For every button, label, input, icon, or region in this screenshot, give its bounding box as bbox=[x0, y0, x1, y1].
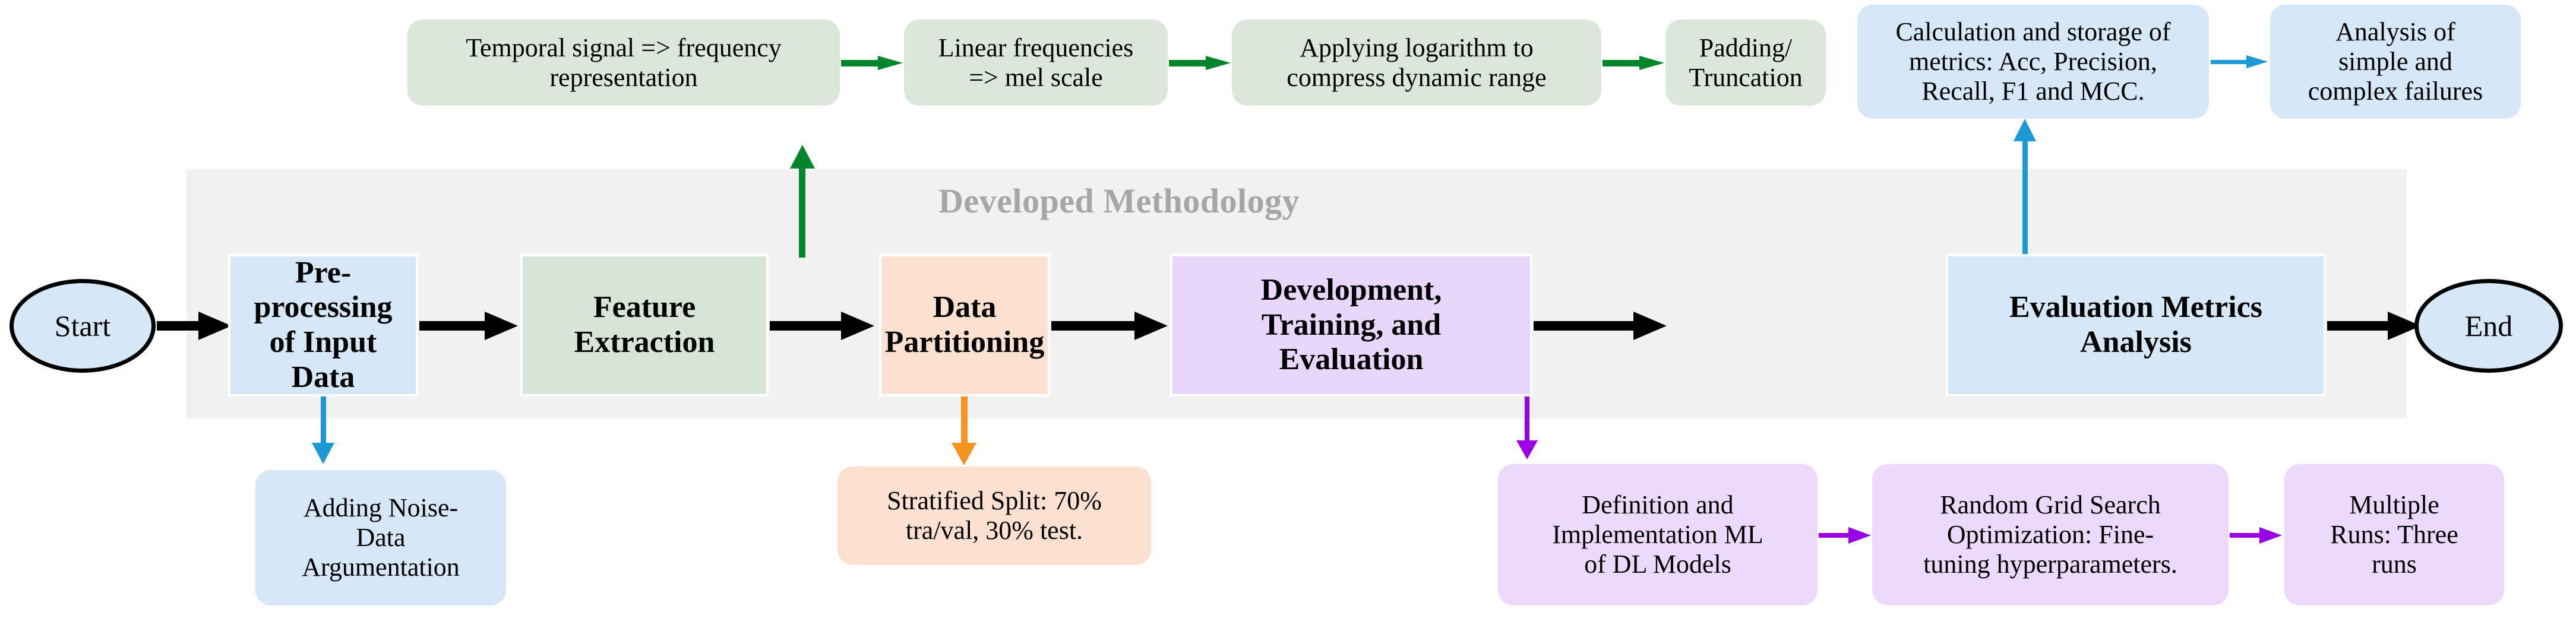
box-mel-scale-label: Linear frequencies => mel scale bbox=[938, 33, 1134, 92]
box-grid-search[interactable]: Random Grid Search Optimization: Fine- t… bbox=[1872, 464, 2229, 605]
box-data-partitioning[interactable]: Data Partitioning bbox=[879, 254, 1050, 396]
box-data-partitioning-label: Data Partitioning bbox=[884, 290, 1045, 359]
box-stratified-split-label: Stratified Split: 70% tra/val, 30% test. bbox=[887, 486, 1102, 545]
box-multiple-runs[interactable]: Multiple Runs: Three runs bbox=[2284, 464, 2504, 605]
box-failure-analysis[interactable]: Analysis of simple and complex failures bbox=[2270, 5, 2521, 119]
arrow-temporal-to-mel bbox=[841, 56, 903, 70]
box-noise-augmentation-label: Adding Noise- Data Argumentation bbox=[302, 493, 460, 582]
box-feature-extraction-label: Feature Extraction bbox=[574, 290, 715, 359]
box-evaluation-metrics-label: Evaluation Metrics Analysis bbox=[2009, 290, 2263, 359]
box-development-training[interactable]: Development, Training, and Evaluation bbox=[1170, 254, 1532, 396]
box-failure-analysis-label: Analysis of simple and complex failures bbox=[2308, 17, 2483, 106]
arrow-evaluation-up bbox=[2009, 119, 2041, 258]
box-temporal-frequency[interactable]: Temporal signal => frequency representat… bbox=[407, 20, 840, 106]
box-multiple-runs-label: Multiple Runs: Three runs bbox=[2330, 490, 2458, 579]
box-grid-search-label: Random Grid Search Optimization: Fine- t… bbox=[1923, 490, 2177, 579]
arrow-feature-extraction-up bbox=[784, 145, 821, 258]
box-metrics-calculation-label: Calculation and storage of metrics: Acc,… bbox=[1895, 17, 2171, 106]
terminator-start-label: Start bbox=[54, 309, 111, 342]
arrow-metrics-to-failures bbox=[2211, 55, 2269, 69]
box-metrics-calculation[interactable]: Calculation and storage of metrics: Acc,… bbox=[1857, 5, 2209, 119]
arrow-preprocessing-to-feature bbox=[419, 312, 519, 340]
box-noise-augmentation[interactable]: Adding Noise- Data Argumentation bbox=[255, 470, 506, 605]
terminator-end[interactable]: End bbox=[2414, 279, 2563, 373]
box-temporal-frequency-label: Temporal signal => frequency representat… bbox=[466, 33, 782, 92]
box-feature-extraction[interactable]: Feature Extraction bbox=[520, 254, 769, 396]
arrow-definition-to-gridsearch bbox=[1819, 527, 1872, 544]
arrow-evaluation-to-end bbox=[2327, 312, 2422, 340]
arrow-gridsearch-to-runs bbox=[2230, 527, 2283, 544]
arrow-mel-to-logarithm bbox=[1169, 56, 1231, 70]
box-model-definition-label: Definition and Implementation ML of DL M… bbox=[1552, 490, 1763, 579]
box-logarithm[interactable]: Applying logarithm to compress dynamic r… bbox=[1232, 20, 1601, 106]
arrow-partitioning-to-development bbox=[1051, 312, 1170, 340]
box-mel-scale[interactable]: Linear frequencies => mel scale bbox=[904, 20, 1168, 106]
box-pre-processing-label: Pre-processing of Input Data bbox=[254, 255, 393, 394]
arrow-development-down bbox=[1512, 396, 1542, 462]
arrow-start-to-preprocessing bbox=[157, 312, 232, 340]
box-pre-processing[interactable]: Pre-processing of Input Data bbox=[228, 254, 418, 396]
box-development-training-label: Development, Training, and Evaluation bbox=[1260, 272, 1442, 377]
box-model-definition[interactable]: Definition and Implementation ML of DL M… bbox=[1498, 464, 1818, 605]
box-padding-truncation[interactable]: Padding/ Truncation bbox=[1665, 20, 1826, 106]
box-evaluation-metrics[interactable]: Evaluation Metrics Analysis bbox=[1946, 254, 2326, 396]
box-logarithm-label: Applying logarithm to compress dynamic r… bbox=[1287, 33, 1547, 92]
arrow-logarithm-to-padding bbox=[1603, 56, 1664, 70]
terminator-end-label: End bbox=[2464, 309, 2513, 342]
arrow-development-to-evaluation bbox=[1534, 312, 1670, 340]
arrow-feature-to-partitioning bbox=[770, 312, 875, 340]
band-title: Developed Methodology bbox=[938, 182, 1300, 220]
box-padding-truncation-label: Padding/ Truncation bbox=[1689, 33, 1803, 92]
terminator-start[interactable]: Start bbox=[10, 279, 156, 373]
arrow-preprocessing-down bbox=[308, 396, 340, 465]
box-stratified-split[interactable]: Stratified Split: 70% tra/val, 30% test. bbox=[837, 466, 1151, 565]
arrow-partitioning-down bbox=[947, 396, 982, 468]
